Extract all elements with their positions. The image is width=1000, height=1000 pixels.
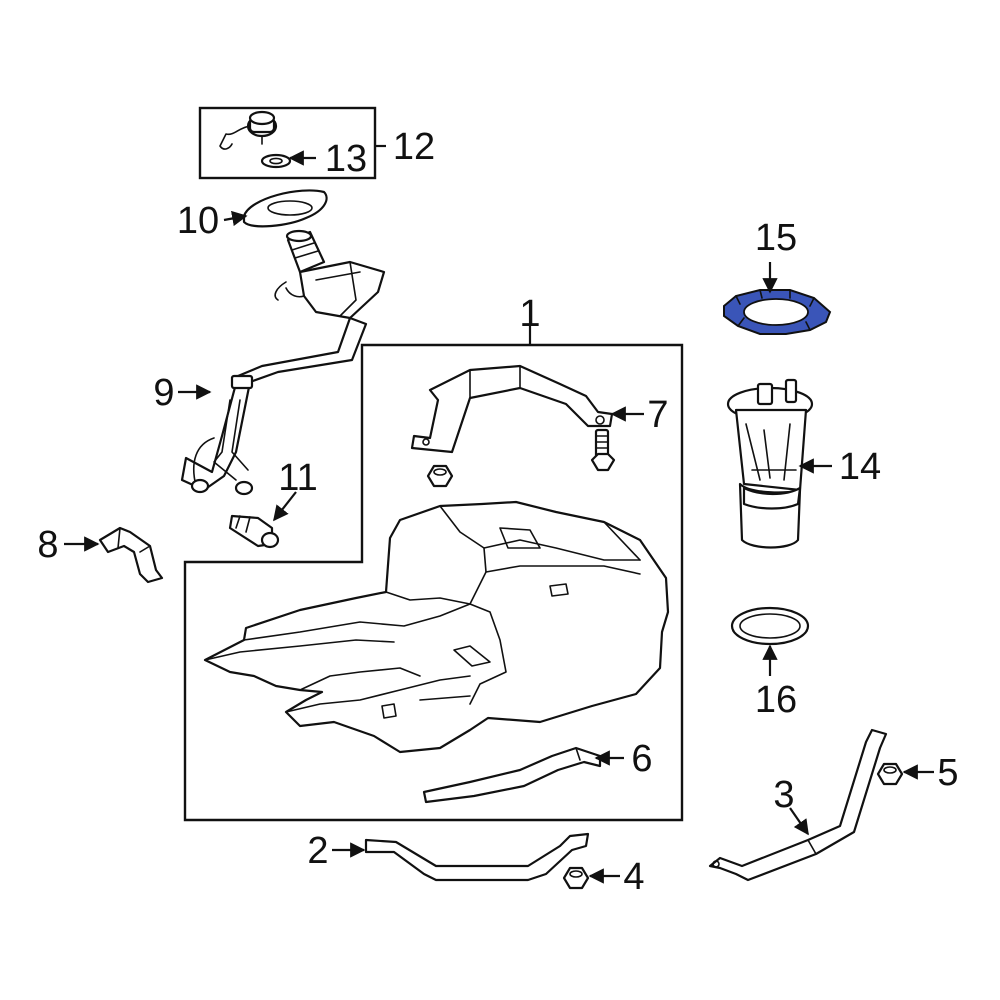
callout-labels: 1 2 3 4 5 6 7 8 9 10 11 12 13 14 15 16	[37, 126, 958, 898]
tank-strap-part[interactable]	[364, 832, 590, 882]
filler-seal-ring-part[interactable]	[242, 189, 328, 228]
filler-pipe-part[interactable]	[180, 229, 386, 496]
tank-bracket-part[interactable]	[410, 364, 614, 454]
tank-strap-rear-part[interactable]	[708, 728, 888, 882]
callout-12[interactable]: 12	[393, 126, 435, 168]
callout-3[interactable]: 3	[773, 774, 794, 816]
bracket-nut-part[interactable]	[426, 464, 454, 488]
callout-8[interactable]: 8	[37, 524, 58, 566]
callout-9[interactable]: 9	[153, 372, 174, 414]
callout-14[interactable]: 14	[839, 446, 881, 488]
leader-lines	[64, 144, 934, 884]
callout-10[interactable]: 10	[177, 200, 219, 242]
vent-valve-kit-box	[198, 106, 377, 180]
vent-valve-part[interactable]	[219, 110, 278, 150]
tank-strap-front-part[interactable]	[422, 746, 602, 804]
pipe-bracket-part[interactable]	[98, 526, 164, 584]
callout-4[interactable]: 4	[623, 856, 644, 898]
callout-13[interactable]: 13	[325, 138, 367, 180]
callout-5[interactable]: 5	[937, 752, 958, 794]
tank-assembly-box	[183, 343, 684, 822]
check-valve-part[interactable]	[228, 514, 280, 549]
rear-strap-nut-part[interactable]	[876, 762, 904, 786]
vent-valve-seal-part[interactable]	[260, 153, 292, 169]
callout-2[interactable]: 2	[307, 830, 328, 872]
callout-1[interactable]: 1	[519, 293, 540, 335]
fuel-pump-module-part[interactable]	[726, 378, 814, 549]
callout-15[interactable]: 15	[755, 217, 797, 259]
strap-nut-part[interactable]	[562, 866, 590, 890]
callout-7[interactable]: 7	[647, 394, 668, 436]
pump-seal-part[interactable]	[730, 606, 810, 646]
callout-6[interactable]: 6	[631, 738, 652, 780]
fuel-pump-lock-ring-part[interactable]	[723, 289, 832, 335]
callout-16[interactable]: 16	[755, 679, 797, 721]
callout-11[interactable]: 11	[278, 457, 317, 499]
bracket-bolt-part[interactable]	[590, 428, 616, 472]
fuel-tank-part[interactable]	[203, 500, 670, 754]
